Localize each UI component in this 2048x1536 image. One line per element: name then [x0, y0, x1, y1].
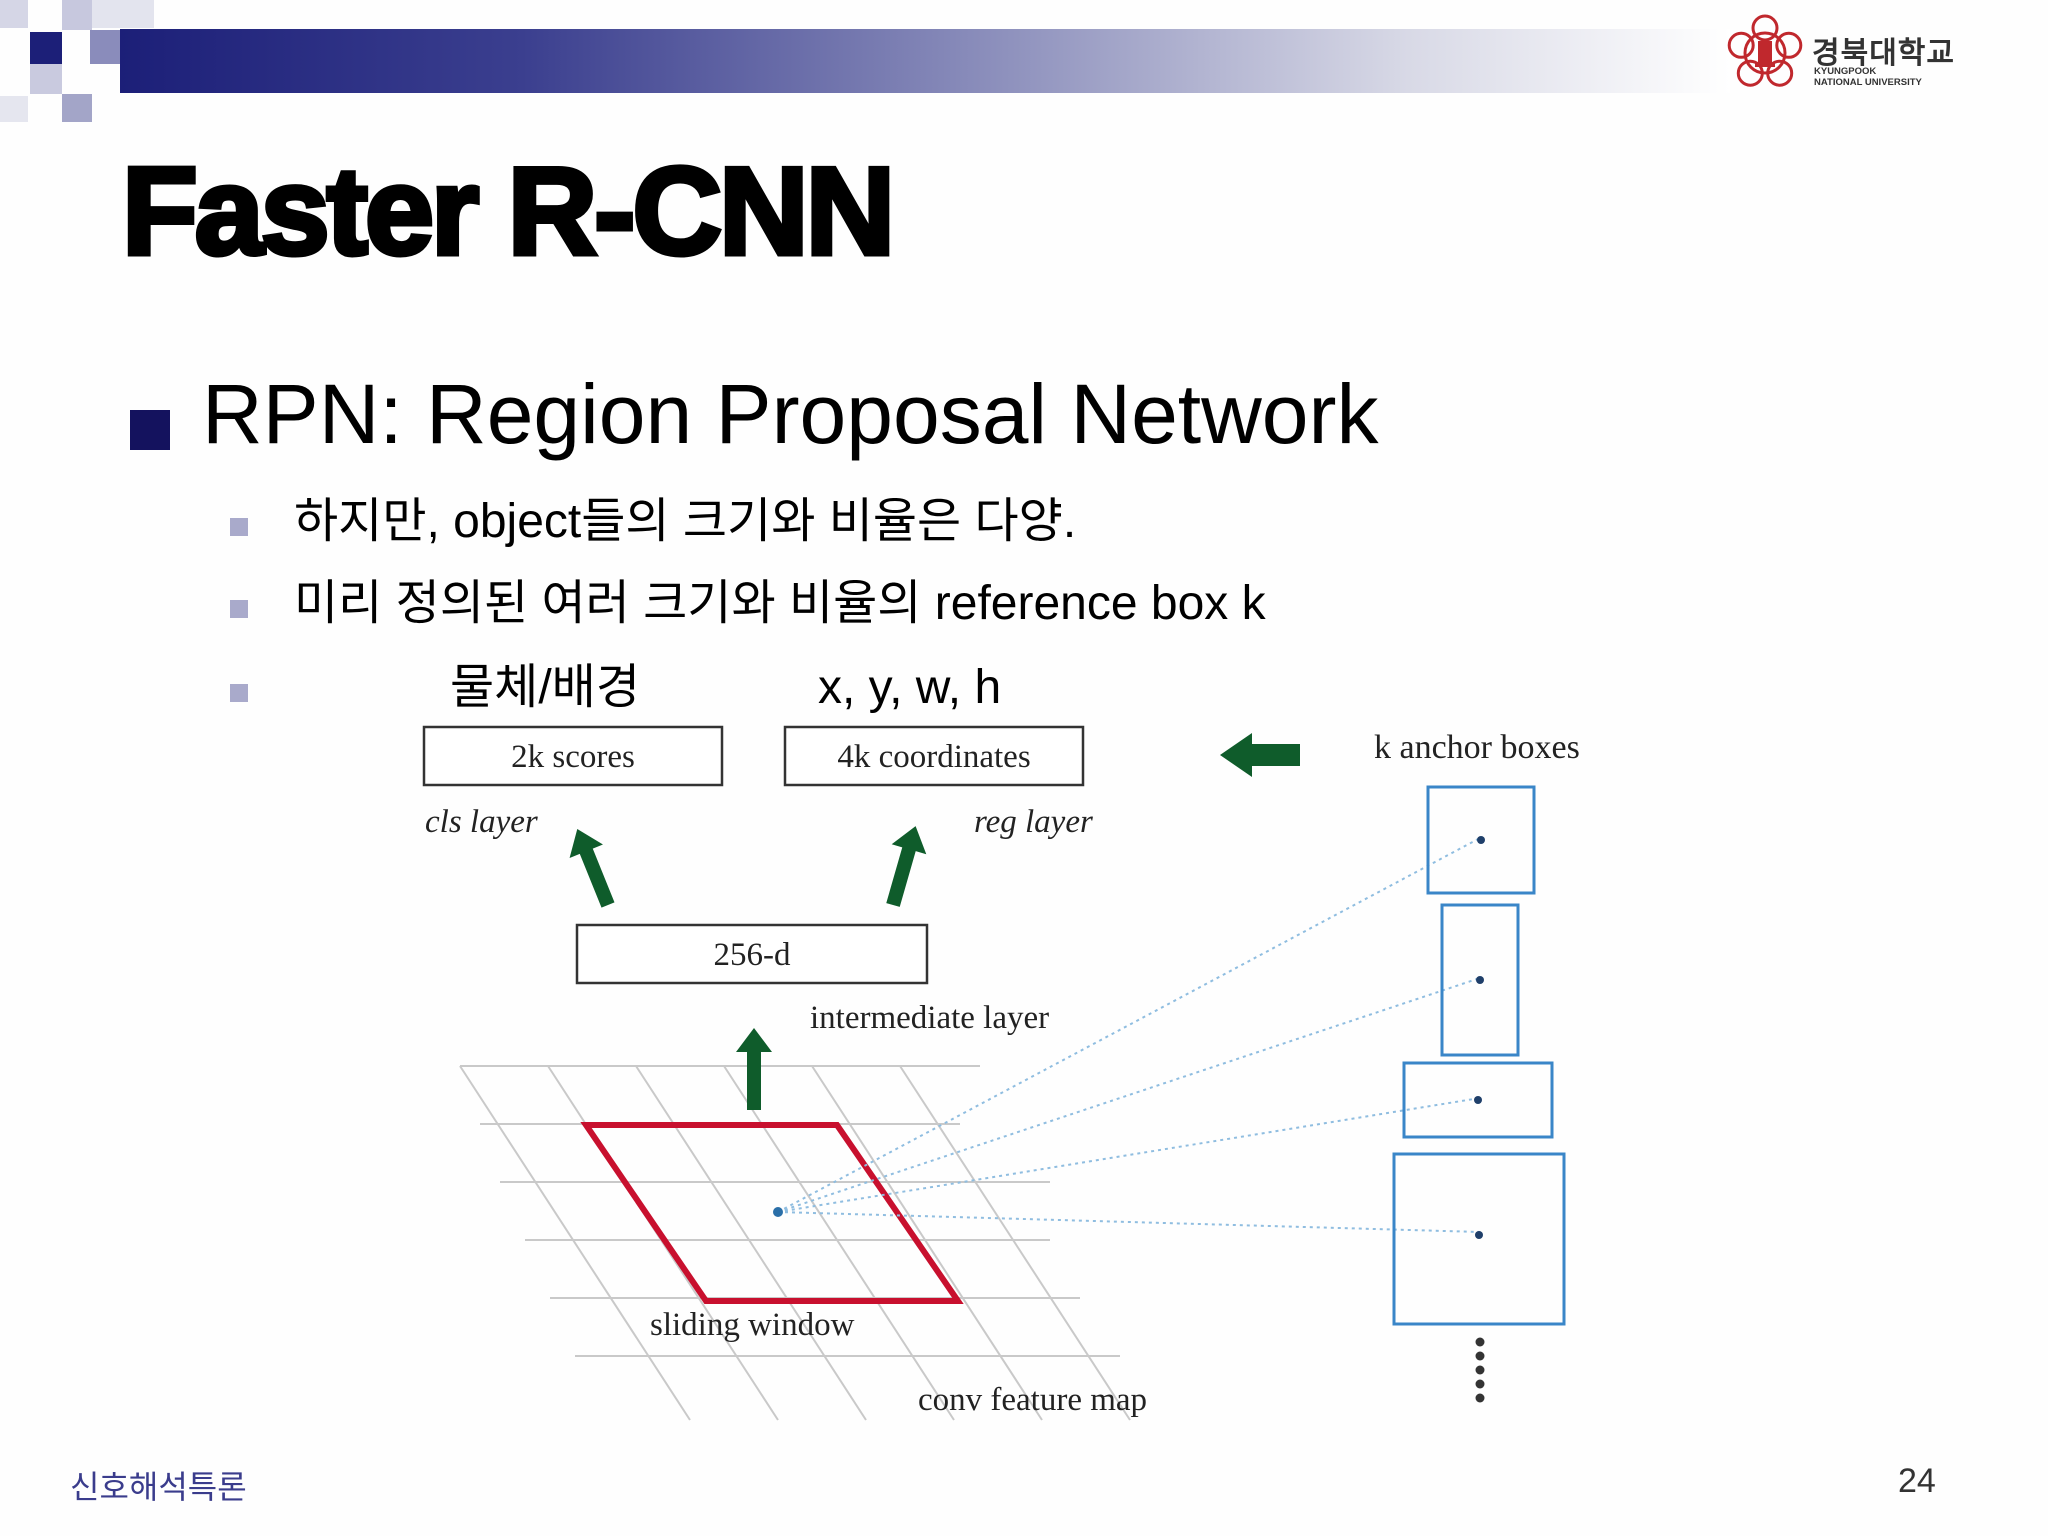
anchor-center-dot [1477, 836, 1485, 844]
arrow-up-icon [736, 1028, 772, 1110]
arrow-left-icon [1220, 733, 1300, 777]
intermediate-box-label: 256-d [714, 937, 791, 973]
header-square [90, 30, 120, 64]
university-name-english-line2: NATIONAL UNIVERSITY [1814, 77, 1922, 88]
anchor-center-dot [1474, 1096, 1482, 1104]
header-square [62, 94, 92, 122]
main-bullet-text: RPN: Region Proposal Network [202, 367, 1379, 461]
anchor-box [1392, 1152, 1566, 1326]
intermediate-box [575, 923, 929, 985]
rpn-diagram: 2k scores 4k coordinates k anchor boxes … [422, 725, 1580, 1421]
anchor-center-dot [1476, 976, 1484, 984]
slide-title: Faster R-CNN [119, 143, 897, 281]
anchor-box [1440, 903, 1520, 1057]
sub-bullet-text: 미리 정의된 여러 크기와 비율의 reference box k [294, 577, 1266, 630]
anchor-continuation-dots [1475, 1337, 1485, 1403]
arrow-up-icon [569, 828, 615, 908]
header-square [92, 0, 154, 28]
header-square [62, 0, 92, 30]
page-number: 24 [1898, 1462, 1936, 1500]
cls-layer-label: cls layer [425, 804, 538, 840]
arrow-up-icon [886, 826, 927, 907]
scores-label: 2k scores [511, 739, 635, 775]
scores-box [422, 725, 724, 787]
anchor-box [1426, 785, 1536, 895]
sub-bullet-text: 물체/배경 [450, 661, 640, 714]
university-name-english-line1: KYUNGPOOK [1814, 66, 1877, 77]
sub-bullet-square-icon [230, 518, 248, 536]
header-gradient-bar [120, 29, 1730, 93]
sub-bullet-square-icon [230, 684, 248, 702]
sub-bullet-square-icon [230, 600, 248, 618]
university-name-english: KYUNGPOOK NATIONAL UNIVERSITY [1814, 66, 1922, 88]
anchor-boxes-label: k anchor boxes [1374, 729, 1580, 766]
feature-map-grid [459, 1065, 1131, 1421]
anchor-box [1402, 1061, 1554, 1139]
footer-course-name: 신호해석특론 [70, 1469, 247, 1505]
sliding-window-label: sliding window [650, 1307, 855, 1343]
header-square [0, 0, 28, 28]
sub-bullet-text: 하지만, object들의 크기와 비율은 다양. [294, 495, 1077, 548]
university-emblem-icon [1727, 14, 1803, 87]
sub-bullet-text: x, y, w, h [818, 661, 1002, 714]
header-square [30, 32, 62, 64]
feature-map-label: conv feature map [918, 1382, 1147, 1418]
anchor-boxes [1392, 785, 1566, 1326]
coordinates-label: 4k coordinates [837, 739, 1030, 775]
header-square [30, 64, 62, 94]
coordinates-box [783, 725, 1085, 787]
intermediate-layer-label: intermediate layer [810, 1000, 1049, 1036]
sliding-window [580, 1122, 964, 1304]
university-logo: 경북대학교 KYUNGPOOK NATIONAL UNIVERSITY [1720, 8, 1960, 98]
university-name-korean: 경북대학교 [1812, 37, 1955, 70]
green-arrows [569, 733, 1300, 1110]
window-center-point [773, 1207, 783, 1217]
bullet-square-icon [130, 410, 170, 450]
header-square [0, 96, 28, 122]
reg-layer-label: reg layer [974, 804, 1093, 840]
anchor-center-dot [1475, 1231, 1483, 1239]
anchor-connector-lines [777, 837, 1481, 1233]
